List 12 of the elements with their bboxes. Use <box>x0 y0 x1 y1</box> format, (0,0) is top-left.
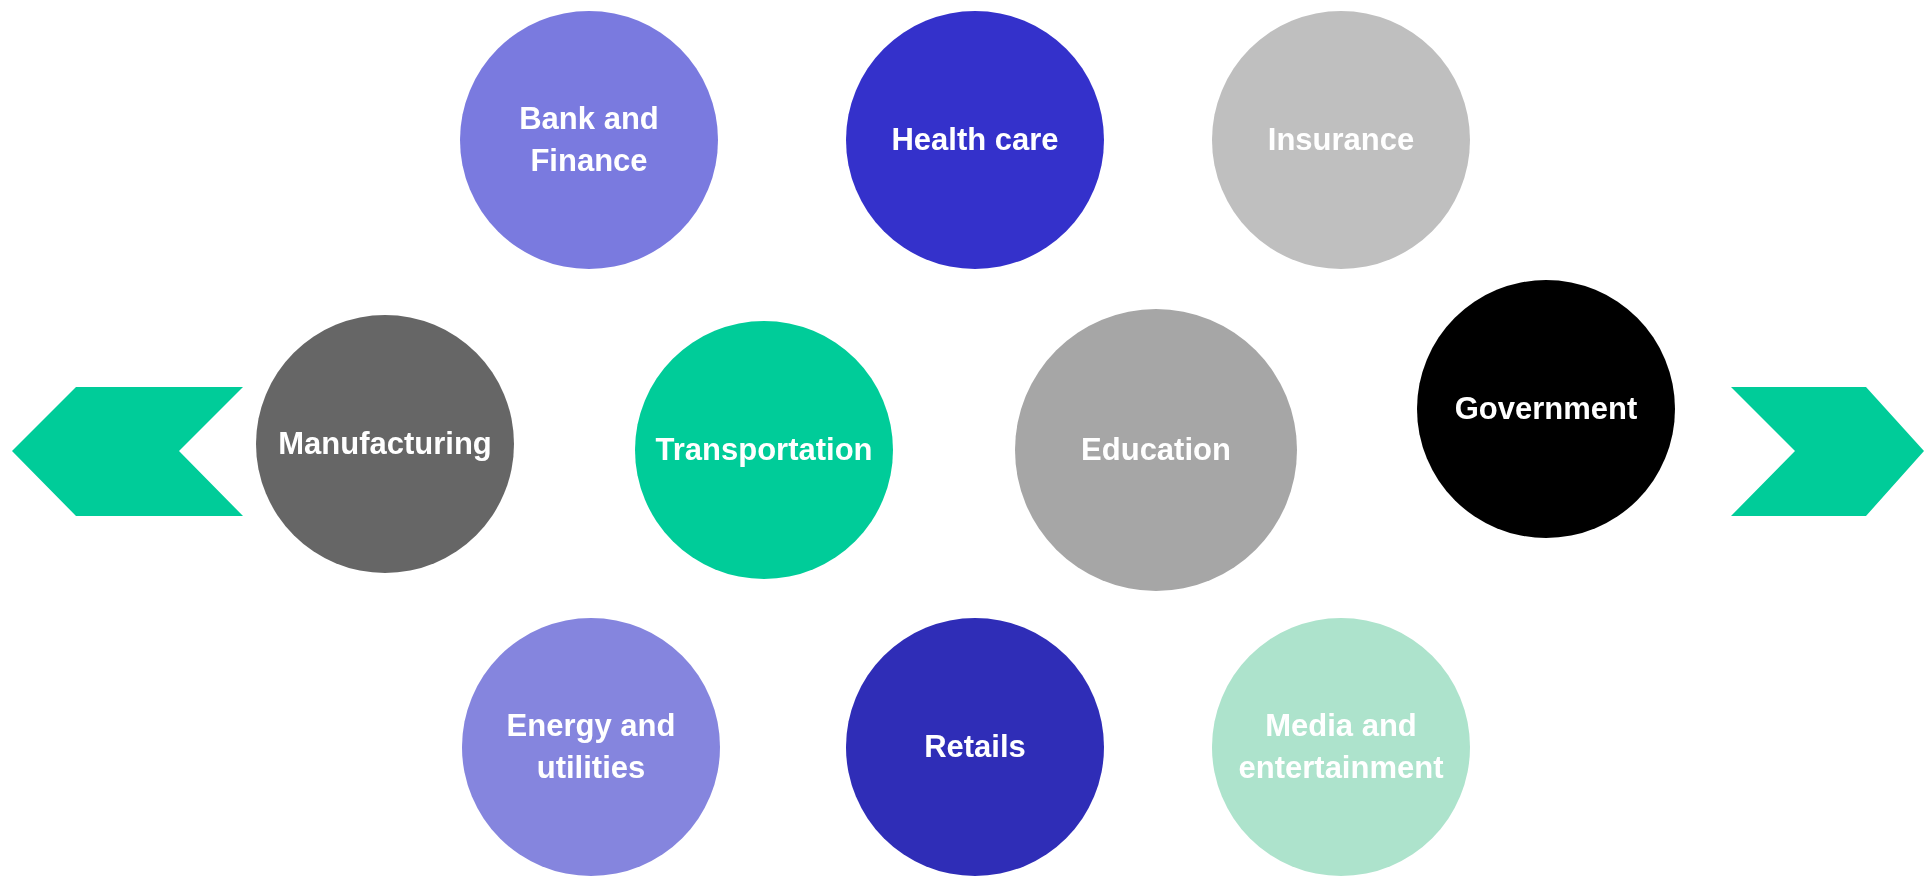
chevron-arrow <box>1731 387 1924 516</box>
chevron-arrow <box>12 387 243 516</box>
category-label: Government <box>1454 390 1638 429</box>
category-label: Education <box>1081 431 1231 470</box>
category-label: Media and entertainment <box>1237 707 1445 787</box>
category-label: Bank and Finance <box>518 100 660 180</box>
category-label: Insurance <box>1267 121 1415 160</box>
category-label: Transportation <box>655 431 873 470</box>
category-label: Health care <box>891 121 1059 160</box>
category-label: Energy and utilities <box>505 707 677 787</box>
category-label: Retails <box>924 728 1026 767</box>
category-label: Manufacturing <box>278 425 492 464</box>
